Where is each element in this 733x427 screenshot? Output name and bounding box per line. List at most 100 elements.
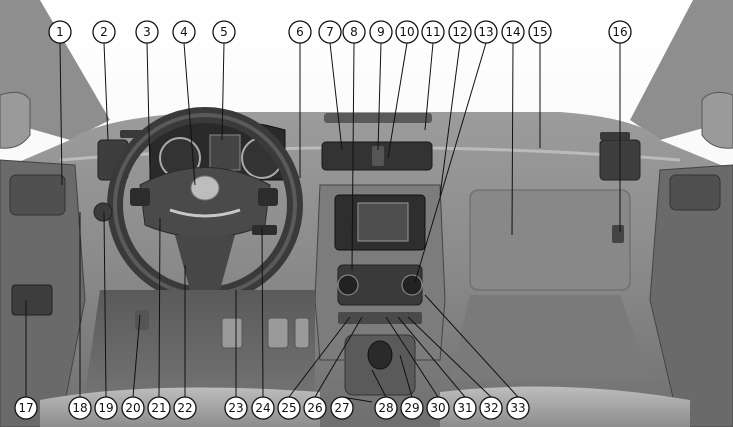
hazard-switch: [372, 146, 384, 166]
callout-number: 28: [378, 401, 393, 415]
leader-line-25: [288, 316, 351, 398]
wheel-buttons-right: [258, 188, 278, 206]
wheel-buttons-left: [130, 188, 150, 206]
callout-circle: [251, 396, 275, 420]
callout-circle: [173, 396, 197, 420]
cluster-display: [209, 134, 241, 171]
leader-line-14: [511, 42, 514, 236]
leader-line-20: [132, 314, 141, 398]
callout-circle: [288, 20, 312, 44]
brake-pedal: [267, 317, 289, 349]
temp-knob-left: [337, 274, 359, 296]
callout-circle: [479, 396, 503, 420]
callout-circle: [212, 20, 236, 44]
callout-number: 24: [255, 401, 270, 415]
callout-number: 16: [612, 25, 627, 39]
callout-circle: [448, 20, 472, 44]
callout-number: 26: [307, 401, 322, 415]
passenger-footwell: [450, 295, 650, 380]
callout-23: 23: [224, 396, 248, 420]
callout-22: 22: [173, 396, 197, 420]
callout-number: 30: [430, 401, 445, 415]
clutch-pedal: [221, 317, 243, 349]
callout-circle: [318, 20, 342, 44]
callout-27: 27: [330, 396, 354, 420]
callout-circle: [426, 396, 450, 420]
callout-13: 13: [474, 20, 498, 44]
callout-circle: [400, 396, 424, 420]
callout-2: 2: [92, 20, 116, 44]
callout-number: 29: [404, 401, 419, 415]
callout-15: 15: [528, 20, 552, 44]
callout-29: 29: [400, 396, 424, 420]
airbag-switch: [612, 225, 624, 243]
callout-number: 20: [125, 401, 140, 415]
callout-number: 19: [98, 401, 113, 415]
windscreen-vent-right: [600, 132, 630, 140]
callout-number: 21: [151, 401, 166, 415]
bonnet-release: [135, 310, 149, 330]
callout-32: 32: [479, 396, 503, 420]
leader-line-3: [146, 42, 151, 173]
callout-circle: [172, 20, 196, 44]
leader-line-31: [397, 316, 466, 398]
right-door-panel: [649, 164, 733, 427]
callout-8: 8: [342, 20, 366, 44]
temp-knob-right: [401, 274, 423, 296]
callout-number: 7: [326, 25, 334, 39]
leader-line-33: [424, 294, 519, 398]
passenger-seat: [440, 386, 690, 427]
left-mirror: [0, 91, 31, 149]
callout-number: 1: [56, 25, 64, 39]
leader-line-12: [439, 42, 461, 197]
callout-number: 25: [281, 401, 296, 415]
callout-circle: [474, 20, 498, 44]
callout-number: 2: [100, 25, 108, 39]
right-mirror: [701, 91, 733, 149]
callout-19: 19: [94, 396, 118, 420]
callout-30: 30: [426, 396, 450, 420]
callout-number: 11: [425, 25, 440, 39]
glovebox: [469, 189, 631, 291]
leader-line-21: [158, 217, 161, 398]
callout-25: 25: [277, 396, 301, 420]
steering-spoke: [175, 235, 235, 290]
callout-circle: [94, 396, 118, 420]
callout-number: 5: [220, 25, 228, 39]
callout-circle: [528, 20, 552, 44]
leader-line-19: [103, 211, 107, 398]
leader-line-13: [414, 42, 487, 283]
leader-line-4: [183, 42, 196, 186]
callout-circle: [277, 396, 301, 420]
window-switches: [11, 284, 53, 316]
callout-number: 33: [510, 401, 525, 415]
callout-circle: [342, 20, 366, 44]
callout-circle: [374, 396, 398, 420]
callout-circle: [421, 20, 445, 44]
callout-1: 1: [48, 20, 72, 44]
leader-line-29: [399, 354, 413, 398]
brand-logo: [190, 175, 220, 201]
leader-lines: [25, 42, 621, 403]
callout-circle: [92, 20, 116, 44]
callout-number: 17: [18, 401, 33, 415]
leader-line-7: [329, 42, 343, 151]
callout-number: 32: [483, 401, 498, 415]
leader-line-10: [387, 42, 408, 159]
callout-18: 18: [68, 396, 92, 420]
leader-line-30: [385, 316, 439, 398]
callout-number: 27: [334, 401, 349, 415]
callout-14: 14: [501, 20, 525, 44]
accelerator-pedal: [294, 317, 310, 349]
callout-number: 9: [377, 25, 385, 39]
callout-number: 15: [532, 25, 547, 39]
callout-33: 33: [506, 396, 530, 420]
leader-line-2: [103, 42, 109, 141]
left-door-handle: [9, 174, 66, 216]
callout-circle: [369, 20, 393, 44]
leader-line-24: [261, 227, 264, 398]
leader-line-32: [407, 316, 492, 398]
callout-number: 10: [399, 25, 414, 39]
leader-line-28: [371, 369, 387, 398]
